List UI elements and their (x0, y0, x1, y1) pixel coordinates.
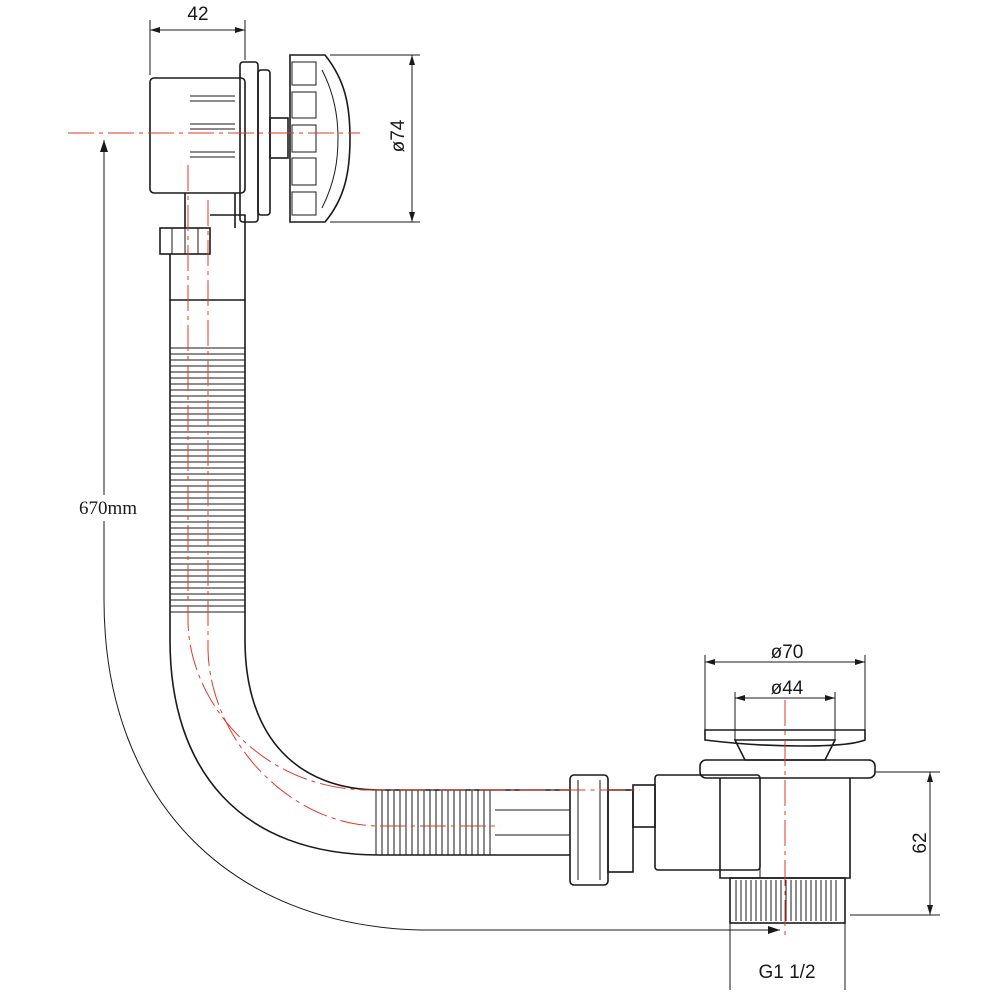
overflow-cover (289, 54, 351, 223)
dimension-74 (330, 54, 420, 223)
overflow-slots (190, 95, 235, 158)
dimension-62-label: 62 (910, 832, 931, 853)
dimension-70 (704, 655, 866, 730)
dimension-42 (149, 20, 246, 75)
dimension-70-label: ø70 (771, 642, 804, 663)
dimension-670-label: 670mm (79, 498, 137, 519)
dimension-42-label: 42 (187, 4, 208, 25)
overflow-unit (149, 54, 351, 301)
dimension-74-label: ø74 (388, 119, 409, 152)
thread-lines (735, 880, 837, 921)
thread-label: G1 1/2 (758, 962, 815, 983)
hose-body (169, 300, 520, 856)
dimension-thread (729, 923, 846, 990)
dimension-670 (100, 140, 780, 934)
dimension-44 (734, 692, 836, 740)
centerlines (68, 132, 786, 940)
waste-outlet (495, 729, 876, 924)
dimension-44-label: ø44 (771, 678, 804, 699)
hose-corrugation-horizontal (375, 790, 491, 855)
dimension-62 (850, 771, 940, 916)
